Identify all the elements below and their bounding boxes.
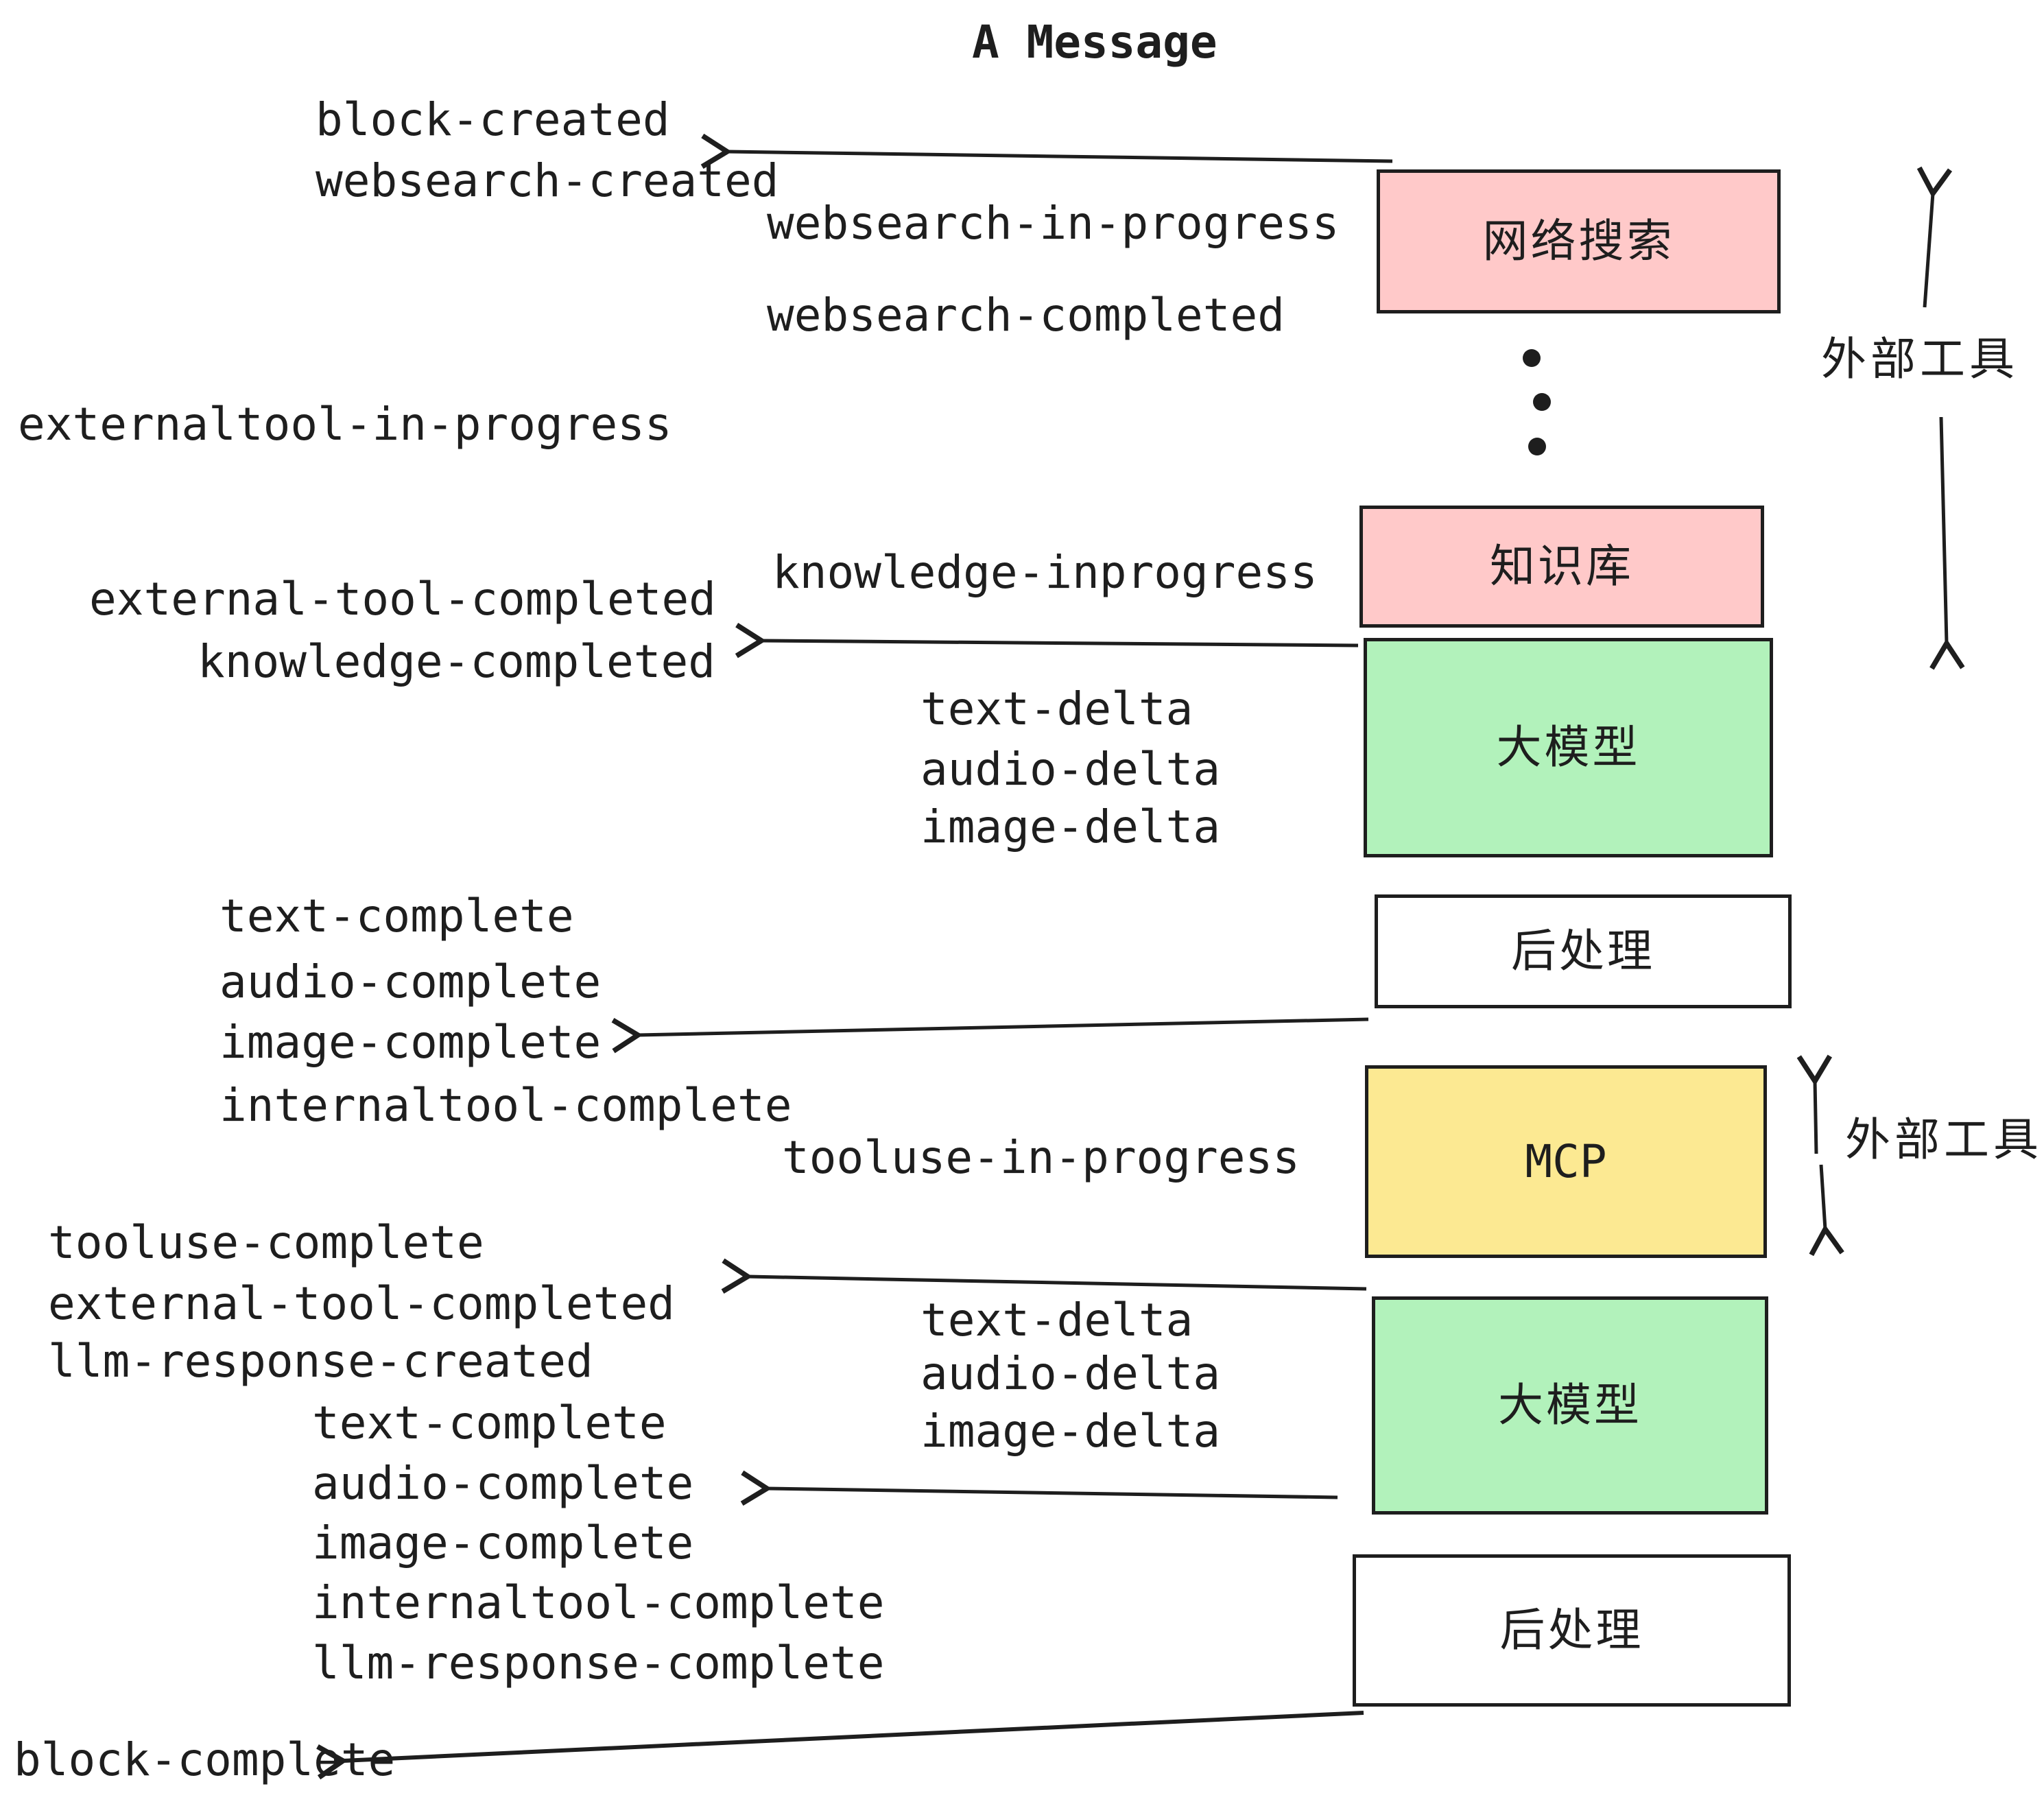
box-llm-1-label: 大模型 bbox=[1496, 721, 1641, 774]
event-label-image-complete-2: image-complete bbox=[312, 1517, 694, 1569]
event-label-tooluse-complete: tooluse-complete bbox=[48, 1216, 484, 1269]
event-label-text-delta-2: text-delta bbox=[920, 1294, 1193, 1346]
arrow-external-tools-down bbox=[1929, 416, 1965, 670]
event-label-external-tool-completed-2: external-tool-completed bbox=[48, 1277, 675, 1330]
box-mcp: MCP bbox=[1365, 1065, 1767, 1258]
event-label-audio-delta-2: audio-delta bbox=[920, 1347, 1221, 1400]
arrow-postprocess-to-image-complete bbox=[611, 1017, 1369, 1054]
side-label-external-tools-mid: 外部工具 bbox=[1845, 1113, 2043, 1166]
event-label-block-complete: block-complete bbox=[14, 1733, 396, 1786]
arrow-postprocess2-to-block-complete bbox=[316, 1711, 1364, 1780]
arrow-llm-to-knowledge-completed bbox=[735, 623, 1359, 658]
event-label-audio-delta: audio-delta bbox=[920, 743, 1221, 796]
arrow-llm2-to-audio-complete bbox=[740, 1470, 1338, 1506]
event-label-external-tool-completed: external-tool-completed bbox=[89, 573, 716, 626]
box-llm-2: 大模型 bbox=[1372, 1296, 1768, 1515]
box-websearch: 网络搜索 bbox=[1377, 169, 1781, 313]
event-label-llm-response-created: llm-response-created bbox=[48, 1335, 593, 1388]
box-postprocess-2-label: 后处理 bbox=[1499, 1604, 1644, 1657]
box-postprocess-2: 后处理 bbox=[1353, 1554, 1791, 1707]
event-label-knowledge-completed: knowledge-completed bbox=[198, 635, 715, 688]
ellipsis-dots-icon bbox=[1523, 349, 1551, 455]
event-label-websearch-in-progress: websearch-in-progress bbox=[767, 197, 1340, 250]
event-label-tooluse-in-progress: tooluse-in-progress bbox=[782, 1131, 1300, 1184]
event-label-block-created: block-created bbox=[316, 93, 670, 146]
arrow-external-tools-up bbox=[1916, 166, 1953, 308]
arrow-external-tools2-up bbox=[1796, 1054, 1833, 1154]
arrow-mcp-to-tooluse-complete bbox=[721, 1258, 1367, 1294]
event-label-llm-response-complete: llm-response-complete bbox=[312, 1637, 885, 1689]
event-label-internaltool-complete-2: internaltool-complete bbox=[312, 1576, 885, 1629]
arrow-websearch-to-block-created bbox=[700, 133, 1393, 169]
event-label-text-complete: text-complete bbox=[219, 890, 574, 942]
page-title: A Message bbox=[972, 16, 1217, 69]
box-postprocess-1-label: 后处理 bbox=[1511, 925, 1655, 977]
box-postprocess-1: 后处理 bbox=[1375, 894, 1792, 1008]
box-llm-1: 大模型 bbox=[1364, 638, 1773, 857]
event-label-externaltool-in-progress: externaltool-in-progress bbox=[18, 398, 672, 451]
event-label-knowledge-inprogress: knowledge-inprogress bbox=[772, 546, 1318, 599]
event-label-text-complete-2: text-complete bbox=[312, 1397, 667, 1449]
box-knowledge: 知识库 bbox=[1359, 506, 1764, 628]
event-label-image-delta-2: image-delta bbox=[920, 1405, 1221, 1458]
event-label-audio-complete: audio-complete bbox=[219, 956, 602, 1008]
event-label-websearch-created: websearch-created bbox=[316, 154, 779, 207]
box-mcp-label: MCP bbox=[1525, 1135, 1607, 1188]
event-label-image-complete: image-complete bbox=[219, 1016, 602, 1069]
arrow-external-tools2-down bbox=[1809, 1164, 1844, 1257]
event-label-internaltool-complete: internaltool-complete bbox=[219, 1079, 792, 1132]
event-label-image-delta: image-delta bbox=[920, 800, 1221, 853]
box-knowledge-label: 知识库 bbox=[1490, 540, 1634, 593]
box-llm-2-label: 大模型 bbox=[1498, 1379, 1642, 1432]
box-websearch-label: 网络搜索 bbox=[1482, 215, 1675, 268]
event-label-audio-complete-2: audio-complete bbox=[312, 1457, 694, 1510]
event-label-text-delta: text-delta bbox=[920, 683, 1193, 735]
event-label-websearch-completed: websearch-completed bbox=[767, 289, 1285, 342]
side-label-external-tools-top: 外部工具 bbox=[1821, 333, 2019, 385]
